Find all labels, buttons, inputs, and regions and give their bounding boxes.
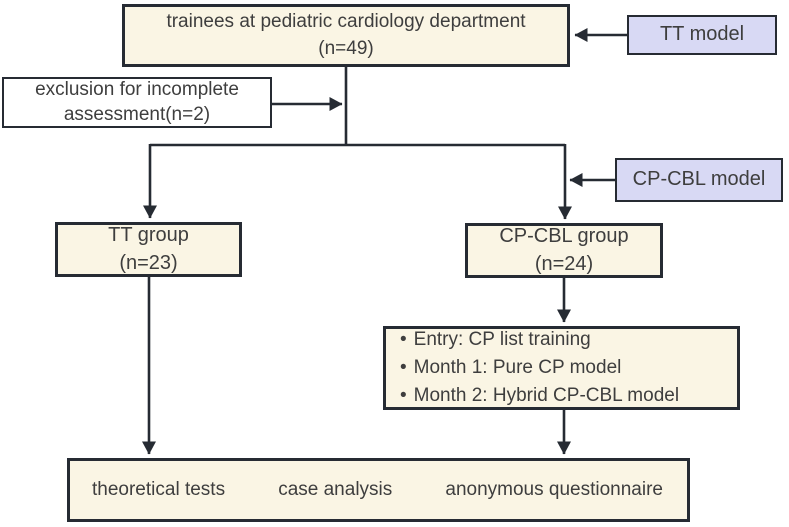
cpcbl-group-count: (n=24) <box>534 252 594 275</box>
tt-model-label: TT model <box>659 23 745 46</box>
intervention-item: • Month 1: Pure CP model <box>400 354 621 382</box>
bullet-icon: • <box>400 357 407 378</box>
trainees-count: (n=49) <box>318 37 374 59</box>
intervention-item: • Entry: CP list training <box>400 326 591 354</box>
outcome-anonymous-questionnaire: anonymous questionnaire <box>445 478 663 500</box>
tt-group-count: (n=23) <box>119 251 178 274</box>
tt-group-label: TT group <box>108 223 189 246</box>
outcome-theoretical-tests: theoretical tests <box>92 478 226 500</box>
cpcbl-model-box: CP-CBL model <box>615 158 783 202</box>
tt-model-box: TT model <box>627 15 777 55</box>
intervention-box: • Entry: CP list training • Month 1: Pure … <box>383 326 740 410</box>
outcomes-box: theoretical tests case analysis anonymou… <box>67 458 690 522</box>
tt-group-box: TT group (n=23) <box>55 222 242 277</box>
intervention-item-label: Month 2: Hybrid CP-CBL model <box>413 385 680 406</box>
intervention-item-label: Month 1: Pure CP model <box>413 357 622 378</box>
cpcbl-group-box: CP-CBL group (n=24) <box>465 223 663 278</box>
trainees-box: trainees at pediatric cardiology departm… <box>122 4 570 67</box>
outcome-case-analysis: case analysis <box>278 478 393 500</box>
exclusion-label-line1: exclusion for incomplete <box>35 79 239 101</box>
cpcbl-model-label: CP-CBL model <box>632 168 766 191</box>
bullet-icon: • <box>400 385 407 406</box>
exclusion-count: assessment(n=2) <box>63 103 211 125</box>
bullet-icon: • <box>400 329 407 350</box>
intervention-item-label: Entry: CP list training <box>413 329 591 350</box>
trainees-label-line1: trainees at pediatric cardiology departm… <box>166 11 526 33</box>
exclusion-box: exclusion for incomplete assessment(n=2) <box>2 77 272 128</box>
cpcbl-group-label: CP-CBL group <box>499 224 629 247</box>
intervention-item: • Month 2: Hybrid CP-CBL model <box>400 382 679 410</box>
